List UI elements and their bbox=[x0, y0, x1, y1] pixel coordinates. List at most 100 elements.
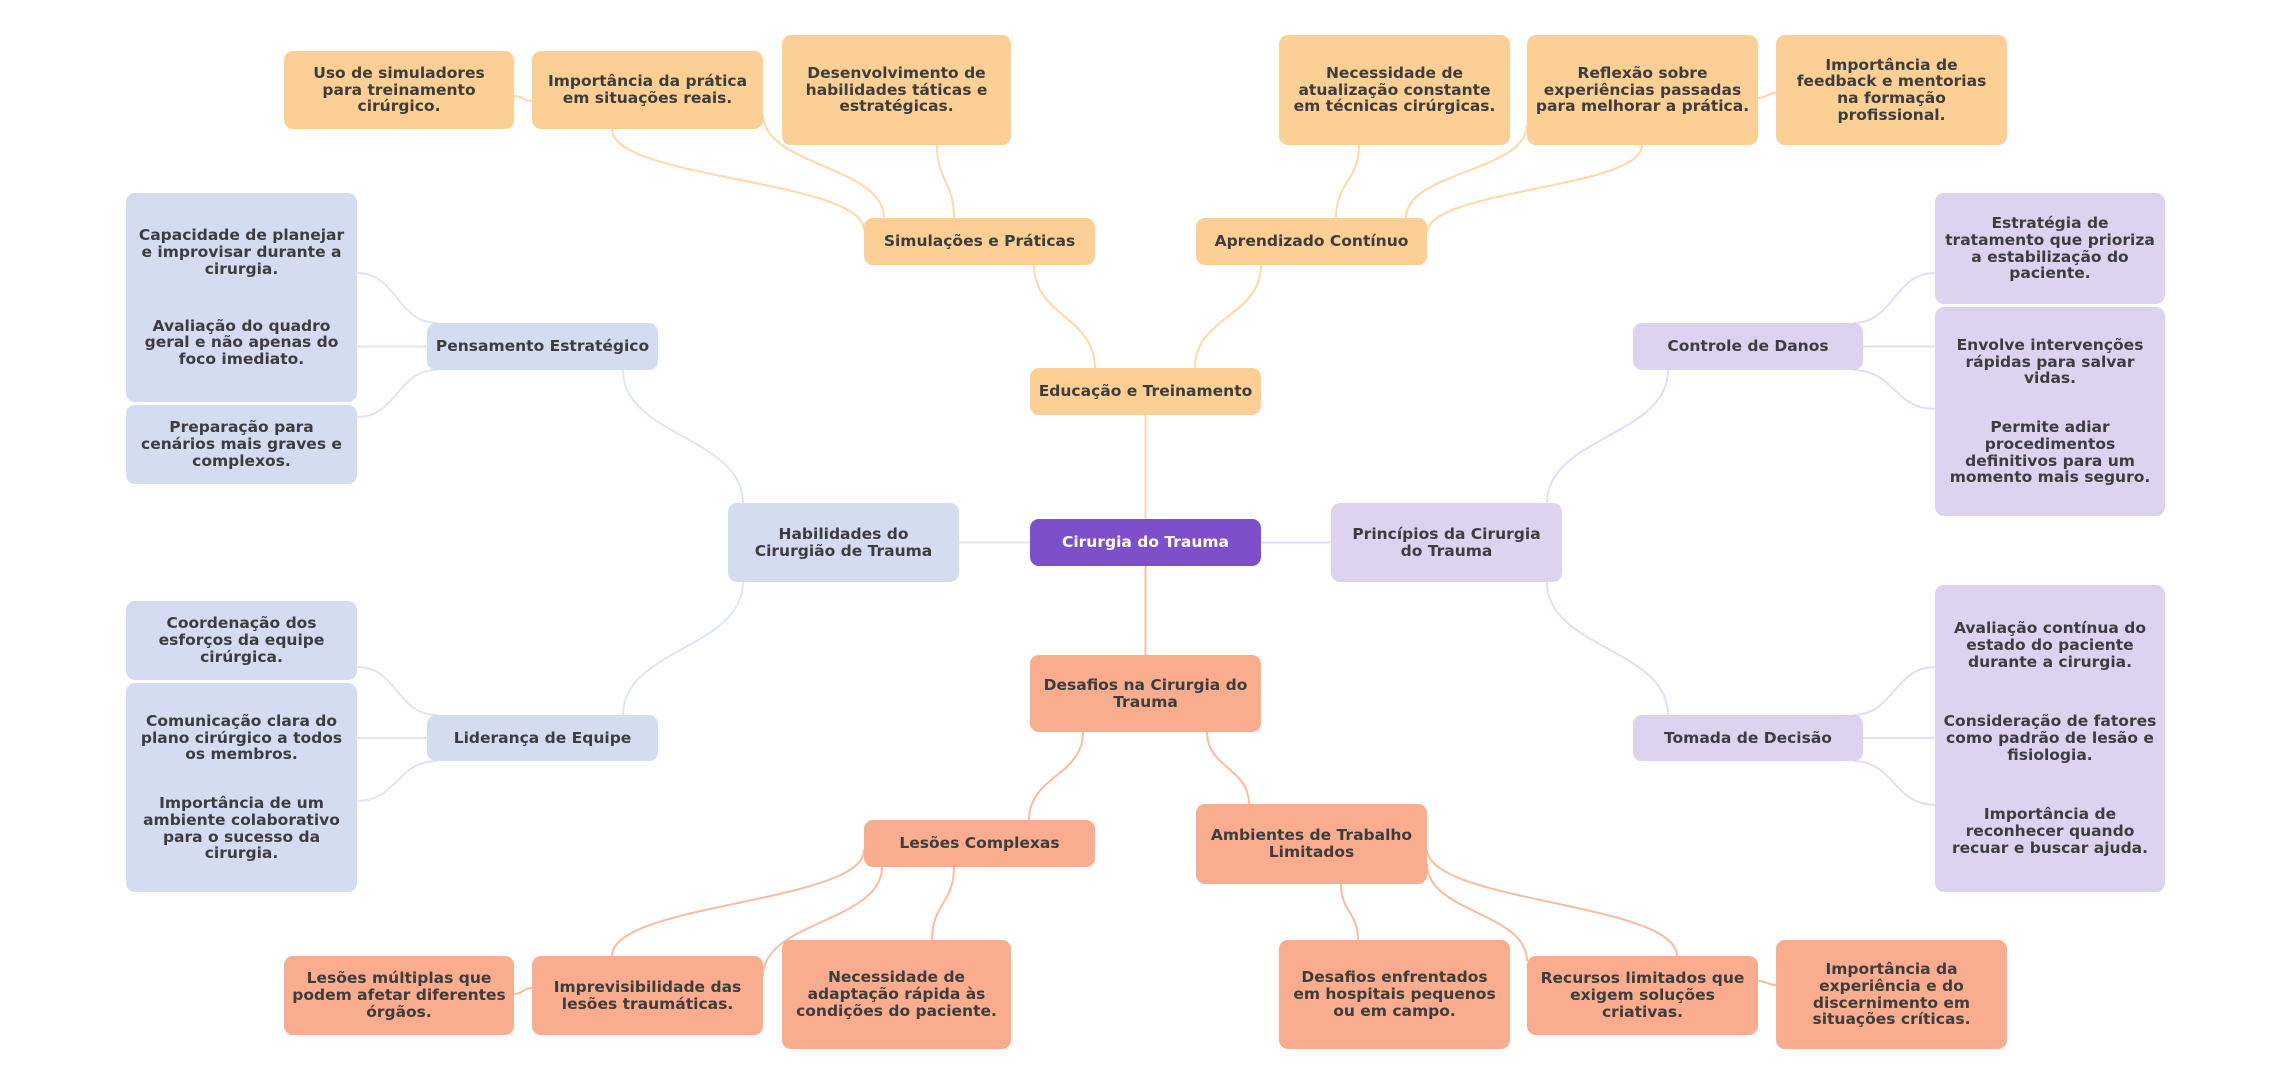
leaf-label: Envolve intervenções rápidas para salvar… bbox=[1956, 335, 2144, 388]
branch-education[interactable]: Educação e Treinamento bbox=[1030, 368, 1261, 415]
connector-edge bbox=[1405, 124, 1528, 219]
root-node[interactable]: Cirurgia do Trauma bbox=[1030, 519, 1261, 566]
leaf-label: Permite adiar procedimentos definitivos … bbox=[1949, 418, 2151, 487]
connector-edge bbox=[622, 581, 744, 716]
connector-edge bbox=[1028, 731, 1084, 821]
leaf-node[interactable]: Importância da prática em situações reai… bbox=[532, 51, 763, 129]
connector-edge bbox=[1852, 369, 1936, 410]
leaf-label: Necessidade de adaptação rápida às condi… bbox=[796, 968, 997, 1020]
connector-edge bbox=[1194, 264, 1262, 369]
leaf-node[interactable]: Recursos limitados que exigem soluções c… bbox=[1527, 956, 1758, 1035]
connector-edge bbox=[513, 987, 533, 995]
leaf-label: Comunicação clara do plano cirúrgico a t… bbox=[140, 711, 343, 764]
leaf-node[interactable]: Desenvolvimento de habilidades táticas e… bbox=[782, 35, 1011, 145]
leaf-node[interactable]: Preparação para cenários mais graves e c… bbox=[126, 405, 357, 484]
leaf-label: Avaliação contínua do estado do paciente… bbox=[1953, 619, 2147, 671]
connector-edge bbox=[1426, 144, 1643, 234]
connector-edge bbox=[611, 849, 865, 957]
connector-edge bbox=[1757, 92, 1777, 99]
leaf-group[interactable]: Comunicação clara do plano cirúrgico a t… bbox=[126, 683, 357, 892]
topic-decision-making[interactable]: Tomada de Decisão bbox=[1633, 715, 1863, 761]
leaf-node[interactable]: Necessidade de atualização constante em … bbox=[1279, 35, 1510, 145]
branch-label: Princípios da Cirurgia do Trauma bbox=[1352, 524, 1541, 560]
topic-damage-control[interactable]: Controle de Danos bbox=[1633, 323, 1863, 370]
connector-edge bbox=[1757, 980, 1777, 986]
leaf-group[interactable]: Avaliação contínua do estado do paciente… bbox=[1935, 585, 2165, 892]
leaf-node[interactable]: Importância da experiência e do discerni… bbox=[1776, 940, 2007, 1049]
branch-label: Desafios na Cirurgia do Trauma bbox=[1043, 675, 1248, 711]
topic-complex-injuries[interactable]: Lesões Complexas bbox=[864, 820, 1095, 867]
topic-label: Lesões Complexas bbox=[899, 834, 1060, 853]
connector-edge bbox=[1340, 883, 1359, 941]
leaf-label: Uso de simuladores para treinamento cirú… bbox=[313, 63, 485, 116]
connector-edge bbox=[1335, 144, 1360, 219]
branch-label: Educação e Treinamento bbox=[1038, 382, 1253, 401]
leaf-group[interactable]: Capacidade de planejar e improvisar dura… bbox=[126, 193, 357, 402]
connector-edge bbox=[931, 866, 955, 941]
leaf-node[interactable]: Lesões múltiplas que podem afetar difere… bbox=[284, 956, 514, 1035]
leaf-label: Necessidade de atualização constante em … bbox=[1293, 63, 1496, 116]
connector-edge bbox=[1852, 272, 1936, 324]
leaf-node[interactable]: Estratégia de tratamento que prioriza a … bbox=[1935, 193, 2165, 304]
topic-continuous-learning[interactable]: Aprendizado Contínuo bbox=[1196, 218, 1427, 265]
connector-edge bbox=[513, 95, 533, 102]
connector-edge bbox=[1546, 581, 1669, 716]
leaf-label: Importância da experiência e do discerni… bbox=[1812, 960, 1971, 1029]
leaf-node[interactable]: Importância de feedback e mentorias na f… bbox=[1776, 35, 2007, 145]
connector-edge bbox=[356, 369, 438, 418]
connector-edge bbox=[1426, 848, 1678, 957]
connector-edge bbox=[1852, 760, 1936, 806]
leaf-node[interactable]: Coordenação dos esforços da equipe cirúr… bbox=[126, 601, 357, 680]
leaf-label: Avaliação do quadro geral e não apenas d… bbox=[144, 316, 339, 369]
topic-team-leadership[interactable]: Liderança de Equipe bbox=[427, 715, 658, 761]
connector-edge bbox=[356, 666, 438, 716]
connector-edge bbox=[936, 144, 955, 219]
connector-edge bbox=[1546, 369, 1669, 504]
connector-edge bbox=[622, 369, 744, 504]
leaf-label: Coordenação dos esforços da equipe cirúr… bbox=[158, 614, 325, 666]
leaf-group[interactable]: Envolve intervenções rápidas para salvar… bbox=[1935, 307, 2165, 516]
connector-edge bbox=[1852, 666, 1936, 716]
leaf-label: Importância de um ambiente colaborativo … bbox=[143, 794, 340, 863]
topic-label: Ambientes de Trabalho Limitados bbox=[1210, 826, 1413, 861]
leaf-label: Importância da prática em situações reai… bbox=[547, 72, 748, 107]
topic-simulations[interactable]: Simulações e Práticas bbox=[864, 218, 1095, 265]
branch-label: Habilidades do Cirurgião de Trauma bbox=[754, 524, 933, 560]
branch-challenges[interactable]: Desafios na Cirurgia do Trauma bbox=[1030, 655, 1261, 732]
leaf-node[interactable]: Uso de simuladores para treinamento cirú… bbox=[284, 51, 514, 129]
connector-edge bbox=[762, 866, 883, 977]
leaf-node[interactable]: Necessidade de adaptação rápida às condi… bbox=[782, 940, 1011, 1049]
leaf-label: Preparação para cenários mais graves e c… bbox=[141, 418, 342, 470]
connector-edge bbox=[762, 113, 885, 219]
topic-label: Pensamento Estratégico bbox=[435, 337, 650, 356]
topic-label: Simulações e Práticas bbox=[883, 232, 1076, 251]
connector-edge bbox=[1426, 863, 1528, 962]
connector-edge bbox=[356, 760, 438, 802]
leaf-label: Desenvolvimento de habilidades táticas e… bbox=[805, 63, 988, 116]
leaf-label: Lesões múltiplas que podem afetar difere… bbox=[292, 969, 506, 1021]
leaf-label: Capacidade de planejar e improvisar dura… bbox=[138, 226, 345, 278]
leaf-label: Imprevisibilidade das lesões traumáticas… bbox=[553, 977, 742, 1013]
branch-principles[interactable]: Princípios da Cirurgia do Trauma bbox=[1331, 503, 1562, 582]
topic-label: Controle de Danos bbox=[1667, 337, 1829, 356]
connector-edge bbox=[1206, 731, 1250, 805]
topic-strategic-thinking[interactable]: Pensamento Estratégico bbox=[427, 323, 658, 370]
root-node-label: Cirurgia do Trauma bbox=[1061, 533, 1230, 552]
leaf-node[interactable]: Desafios enfrentados em hospitais pequen… bbox=[1279, 940, 1510, 1049]
leaf-label: Desafios enfrentados em hospitais pequen… bbox=[1293, 968, 1496, 1020]
topic-limited-environments[interactable]: Ambientes de Trabalho Limitados bbox=[1196, 804, 1427, 884]
leaf-node[interactable]: Imprevisibilidade das lesões traumáticas… bbox=[532, 956, 763, 1035]
leaf-label: Recursos limitados que exigem soluções c… bbox=[1540, 969, 1745, 1021]
leaf-label: Reflexão sobre experiências passadas par… bbox=[1535, 63, 1750, 116]
branch-skills[interactable]: Habilidades do Cirurgião de Trauma bbox=[728, 503, 959, 582]
topic-label: Liderança de Equipe bbox=[453, 728, 632, 747]
leaf-label: Importância de reconhecer quando recuar … bbox=[1951, 805, 2149, 857]
leaf-label: Estratégia de tratamento que prioriza a … bbox=[1945, 214, 2155, 283]
leaf-label: Importância de feedback e mentorias na f… bbox=[1796, 55, 1987, 124]
leaf-label: Consideração de fatores como padrão de l… bbox=[1943, 712, 2157, 764]
topic-label: Tomada de Decisão bbox=[1664, 728, 1832, 747]
leaf-node[interactable]: Reflexão sobre experiências passadas par… bbox=[1527, 35, 1758, 145]
topic-label: Aprendizado Contínuo bbox=[1214, 232, 1409, 251]
